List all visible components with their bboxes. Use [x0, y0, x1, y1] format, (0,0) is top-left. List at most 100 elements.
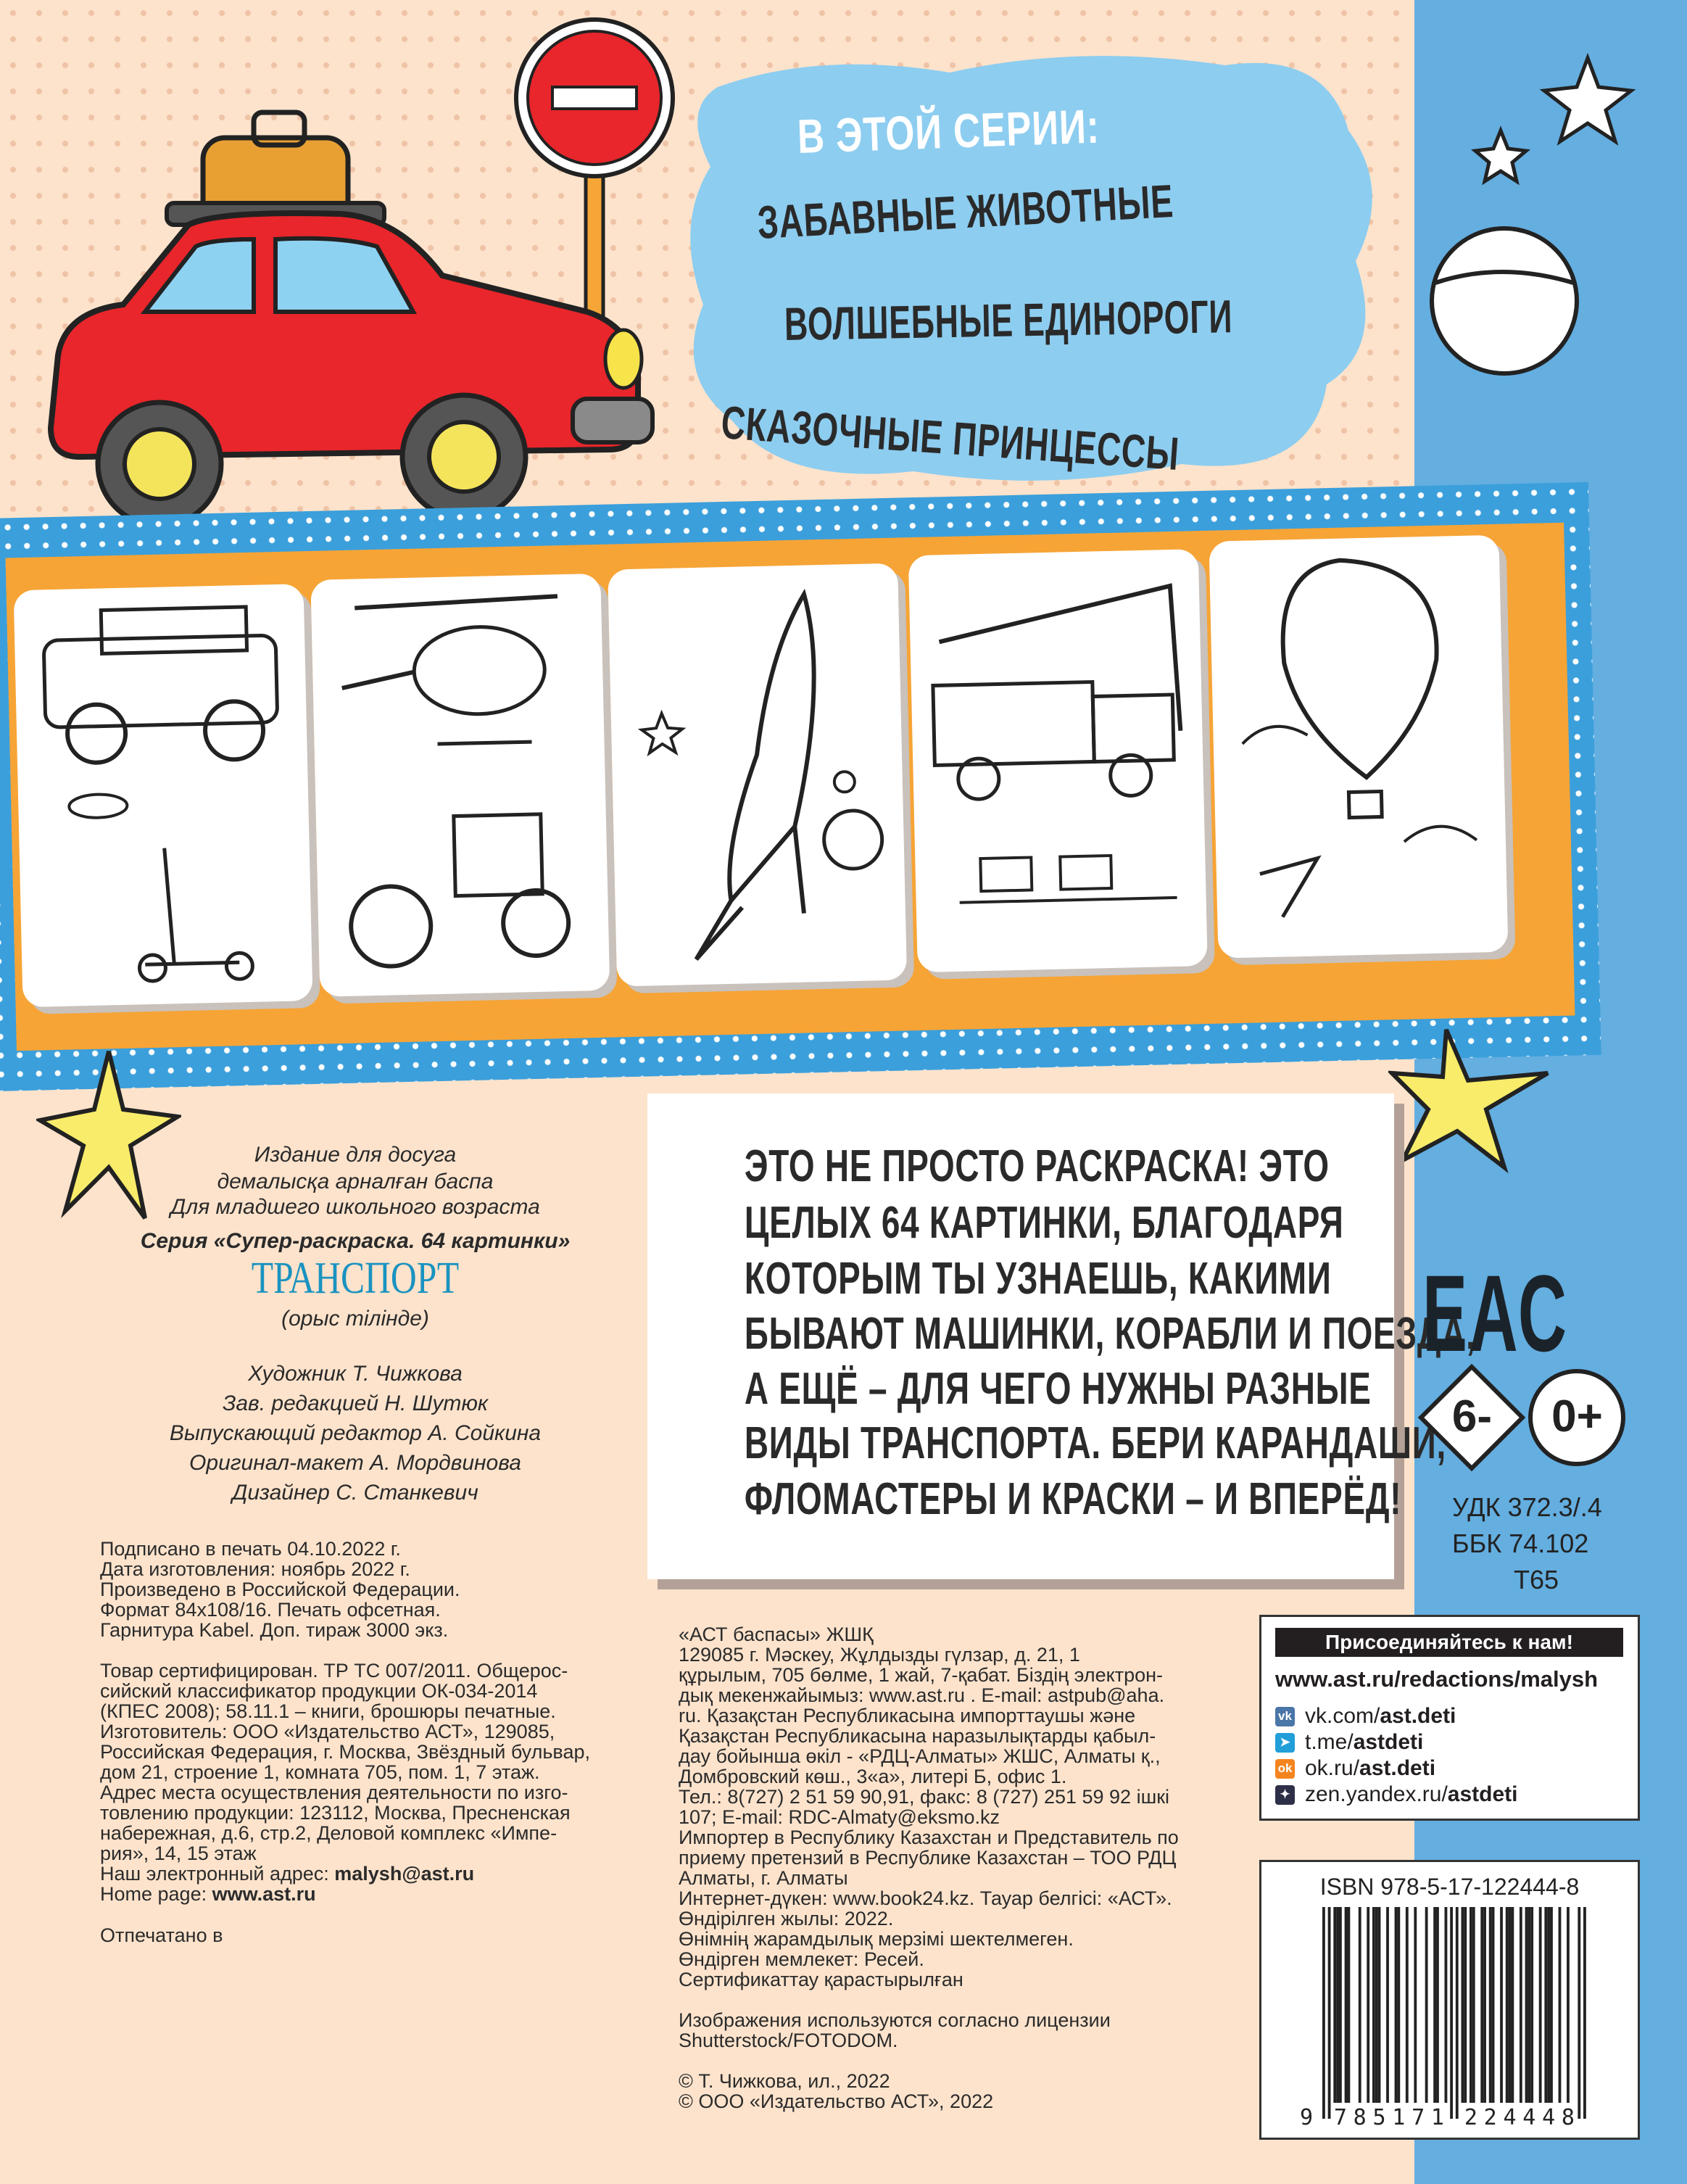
homepage-link[interactable]: www.ast.ru: [212, 1883, 316, 1905]
barcode-bar: [1488, 1907, 1492, 2103]
kz-imprint-line: © ООО «Издательство АСТ», 2022: [679, 2090, 994, 2112]
series-cloud-shape: [690, 56, 1372, 481]
barcode-bar: [1550, 1907, 1553, 2103]
kz-imprint-line: Интернет-дүкен: www.book24.kz. Тауар бел…: [679, 1887, 1172, 1909]
age-badges: [1417, 1363, 1625, 1472]
kz-imprint-line: Қазақстан Республикасына наразылықтарды …: [679, 1725, 1156, 1747]
yellow-star-left: [36, 1051, 181, 1220]
barcode-bar: [1444, 1907, 1448, 2103]
imprint-homepage: Home page: www.ast.ru: [100, 1884, 316, 1904]
telegram-icon: ➤: [1275, 1732, 1295, 1753]
series-item: ВОЛШЕБНЫЕ ЕДИНОРОГИ: [784, 290, 1233, 350]
red-car-illustration: [47, 109, 655, 529]
barcode-bar: [1372, 1907, 1375, 2103]
barcode-bar: [1578, 1907, 1581, 2119]
kz-imprint-line: дық мекенжайымыз: www.ast.ru . E-mail: a…: [679, 1684, 1165, 1706]
imprint-line: дом 21, строение 1, комната 705, пом. 1,…: [100, 1761, 540, 1783]
barcode-bar: [1375, 1907, 1378, 2103]
barcode-digit: 8: [1562, 2105, 1575, 2130]
barcode-bar: [1386, 1907, 1389, 2103]
bbk-code: ББК 74.102: [1452, 1529, 1589, 1558]
imprint-line: Гарнитура Kabel. Доп. тираж 3000 экз.: [100, 1619, 449, 1641]
barcode-bar: [1528, 1907, 1531, 2103]
imprint-line: рия», 14, 15 этаж: [100, 1842, 257, 1864]
isbn-number: ISBN 978-5-17-122444-8: [1319, 1874, 1580, 1900]
sample-pages-frame: [5, 522, 1575, 1051]
barcode-bar: [1544, 1907, 1548, 2103]
barcode-bar: [1455, 1907, 1459, 2119]
kz-imprint-line: Сертификаттау қарастырылған: [679, 1969, 963, 1990]
barcode-bar: [1322, 1907, 1325, 2119]
barcode-bar: [1519, 1907, 1522, 2103]
staff-artist: Художник Т. Чижкова: [248, 1362, 463, 1386]
no-entry-sign-illustration: [514, 17, 675, 348]
barcode-bar: [1433, 1907, 1437, 2103]
author-code: Т65: [1514, 1565, 1559, 1594]
imprint-line: сийский классификатор продукции ОК-034-2…: [100, 1680, 538, 1702]
kz-imprint-line: Импортер в Республику Казахстан и Предст…: [679, 1827, 1179, 1848]
barcode-bar: [1436, 1907, 1439, 2103]
barcode-bar: [1464, 1907, 1467, 2103]
kz-imprint-line: құрылым, 705 бөлме, 1 жай, 7-қабат. Бізд…: [679, 1664, 1164, 1686]
imprint-line: Товар сертифицирован. ТР ТС 007/2011. Об…: [100, 1660, 568, 1682]
website-link[interactable]: www.ast.ru/redactions/malysh: [1275, 1666, 1599, 1692]
zen-icon: ✦: [1275, 1784, 1295, 1805]
kz-imprint-line: Домбровский көш., 3«а», литері Б, офис 1…: [679, 1766, 1067, 1787]
kz-imprint-line: Өндірілген жылы: 2022.: [679, 1908, 894, 1929]
homepage-label: Home page:: [100, 1883, 212, 1905]
age-group: Для младшего школьного возраста: [170, 1195, 540, 1219]
description-line: БЫВАЮТ МАШИНКИ, КОРАБЛИ И ПОЕЗДА,: [744, 1309, 1476, 1359]
ok-icon: ok: [1275, 1758, 1295, 1779]
barcode-bar: [1397, 1907, 1401, 2103]
imprint-line: товлению продукции: 123112, Москва, Прес…: [100, 1802, 571, 1824]
email-link[interactable]: malysh@ast.ru: [334, 1863, 475, 1885]
imprint-line: Подписано в печать 04.10.2022 г.: [100, 1538, 401, 1560]
social-link-zen[interactable]: ✦zen.yandex.ru/astdeti: [1275, 1782, 1518, 1807]
kz-imprint-line: Өндірген мемлекет: Ресей.: [679, 1948, 924, 1970]
social-link-telegram[interactable]: ➤t.me/astdeti: [1275, 1730, 1423, 1755]
barcode-bar: [1567, 1907, 1570, 2103]
barcode-bar: [1525, 1907, 1528, 2103]
barcode-bar: [1338, 1907, 1342, 2103]
barcode-digit: 7: [1334, 2105, 1347, 2130]
barcode-digit: 1: [1431, 2105, 1444, 2130]
barcode-bar: [1508, 1907, 1512, 2103]
barcode-bar: [1394, 1907, 1398, 2103]
barcode-bar: [1425, 1907, 1428, 2103]
barcode-bar: [1333, 1907, 1337, 2103]
book-title: ТРАНСПОРТ: [251, 1254, 460, 1303]
sample-page-hot-air-balloon: [1209, 534, 1509, 959]
imprint-block: Подписано в печать 04.10.2022 г.Дата изг…: [100, 1539, 590, 1864]
description-line: КОТОРЫМ ТЫ УЗНАЕШЬ, КАКИМИ: [744, 1254, 1332, 1304]
kz-imprint-line: © Т. Чижкова, ил., 2022: [679, 2070, 890, 2092]
sample-page-jeep-scooter: [13, 584, 313, 1008]
barcode-digit: 4: [1542, 2105, 1555, 2130]
sample-page-crane-truck: [908, 549, 1208, 973]
star-icon: [1539, 52, 1636, 146]
star-icon: [1470, 125, 1531, 186]
barcode-bar: [1583, 1907, 1586, 2119]
description-line: ВИДЫ ТРАНСПОРТА. БЕРИ КАРАНДАШИ,: [744, 1418, 1446, 1468]
barcode-digit: 4: [1522, 2105, 1535, 2130]
barcode-bar: [1530, 1907, 1534, 2103]
barcode-bar: [1558, 1907, 1562, 2103]
barcode-bar: [1327, 1907, 1331, 2119]
vk-icon: vk: [1275, 1706, 1295, 1726]
age-limit: 6-: [1451, 1391, 1493, 1441]
imprint-email: Наш электронный адрес: malysh@ast.ru: [100, 1864, 474, 1884]
barcode-bar: [1483, 1907, 1486, 2103]
printed-in: Отпечатано в: [100, 1924, 223, 1946]
barcode-bar: [1336, 1907, 1339, 2103]
imprint-line: [100, 1640, 590, 1660]
staff-editor-head: Зав. редакцией Н. Шутюк: [222, 1391, 489, 1415]
barcode-bar: [1491, 1907, 1495, 2103]
barcode-digit: 5: [1372, 2105, 1385, 2130]
language-note: (орыс тілінде): [281, 1307, 429, 1331]
kz-imprint-line: дау бойынша өкіл - «РДЦ-Алматы» ЖШС, Алм…: [679, 1745, 1161, 1767]
barcode-digit: 7: [1412, 2105, 1425, 2130]
barcode-bar: [1347, 1907, 1351, 2103]
description-line: ЭТО НЕ ПРОСТО РАСКРАСКА! ЭТО: [744, 1141, 1330, 1191]
